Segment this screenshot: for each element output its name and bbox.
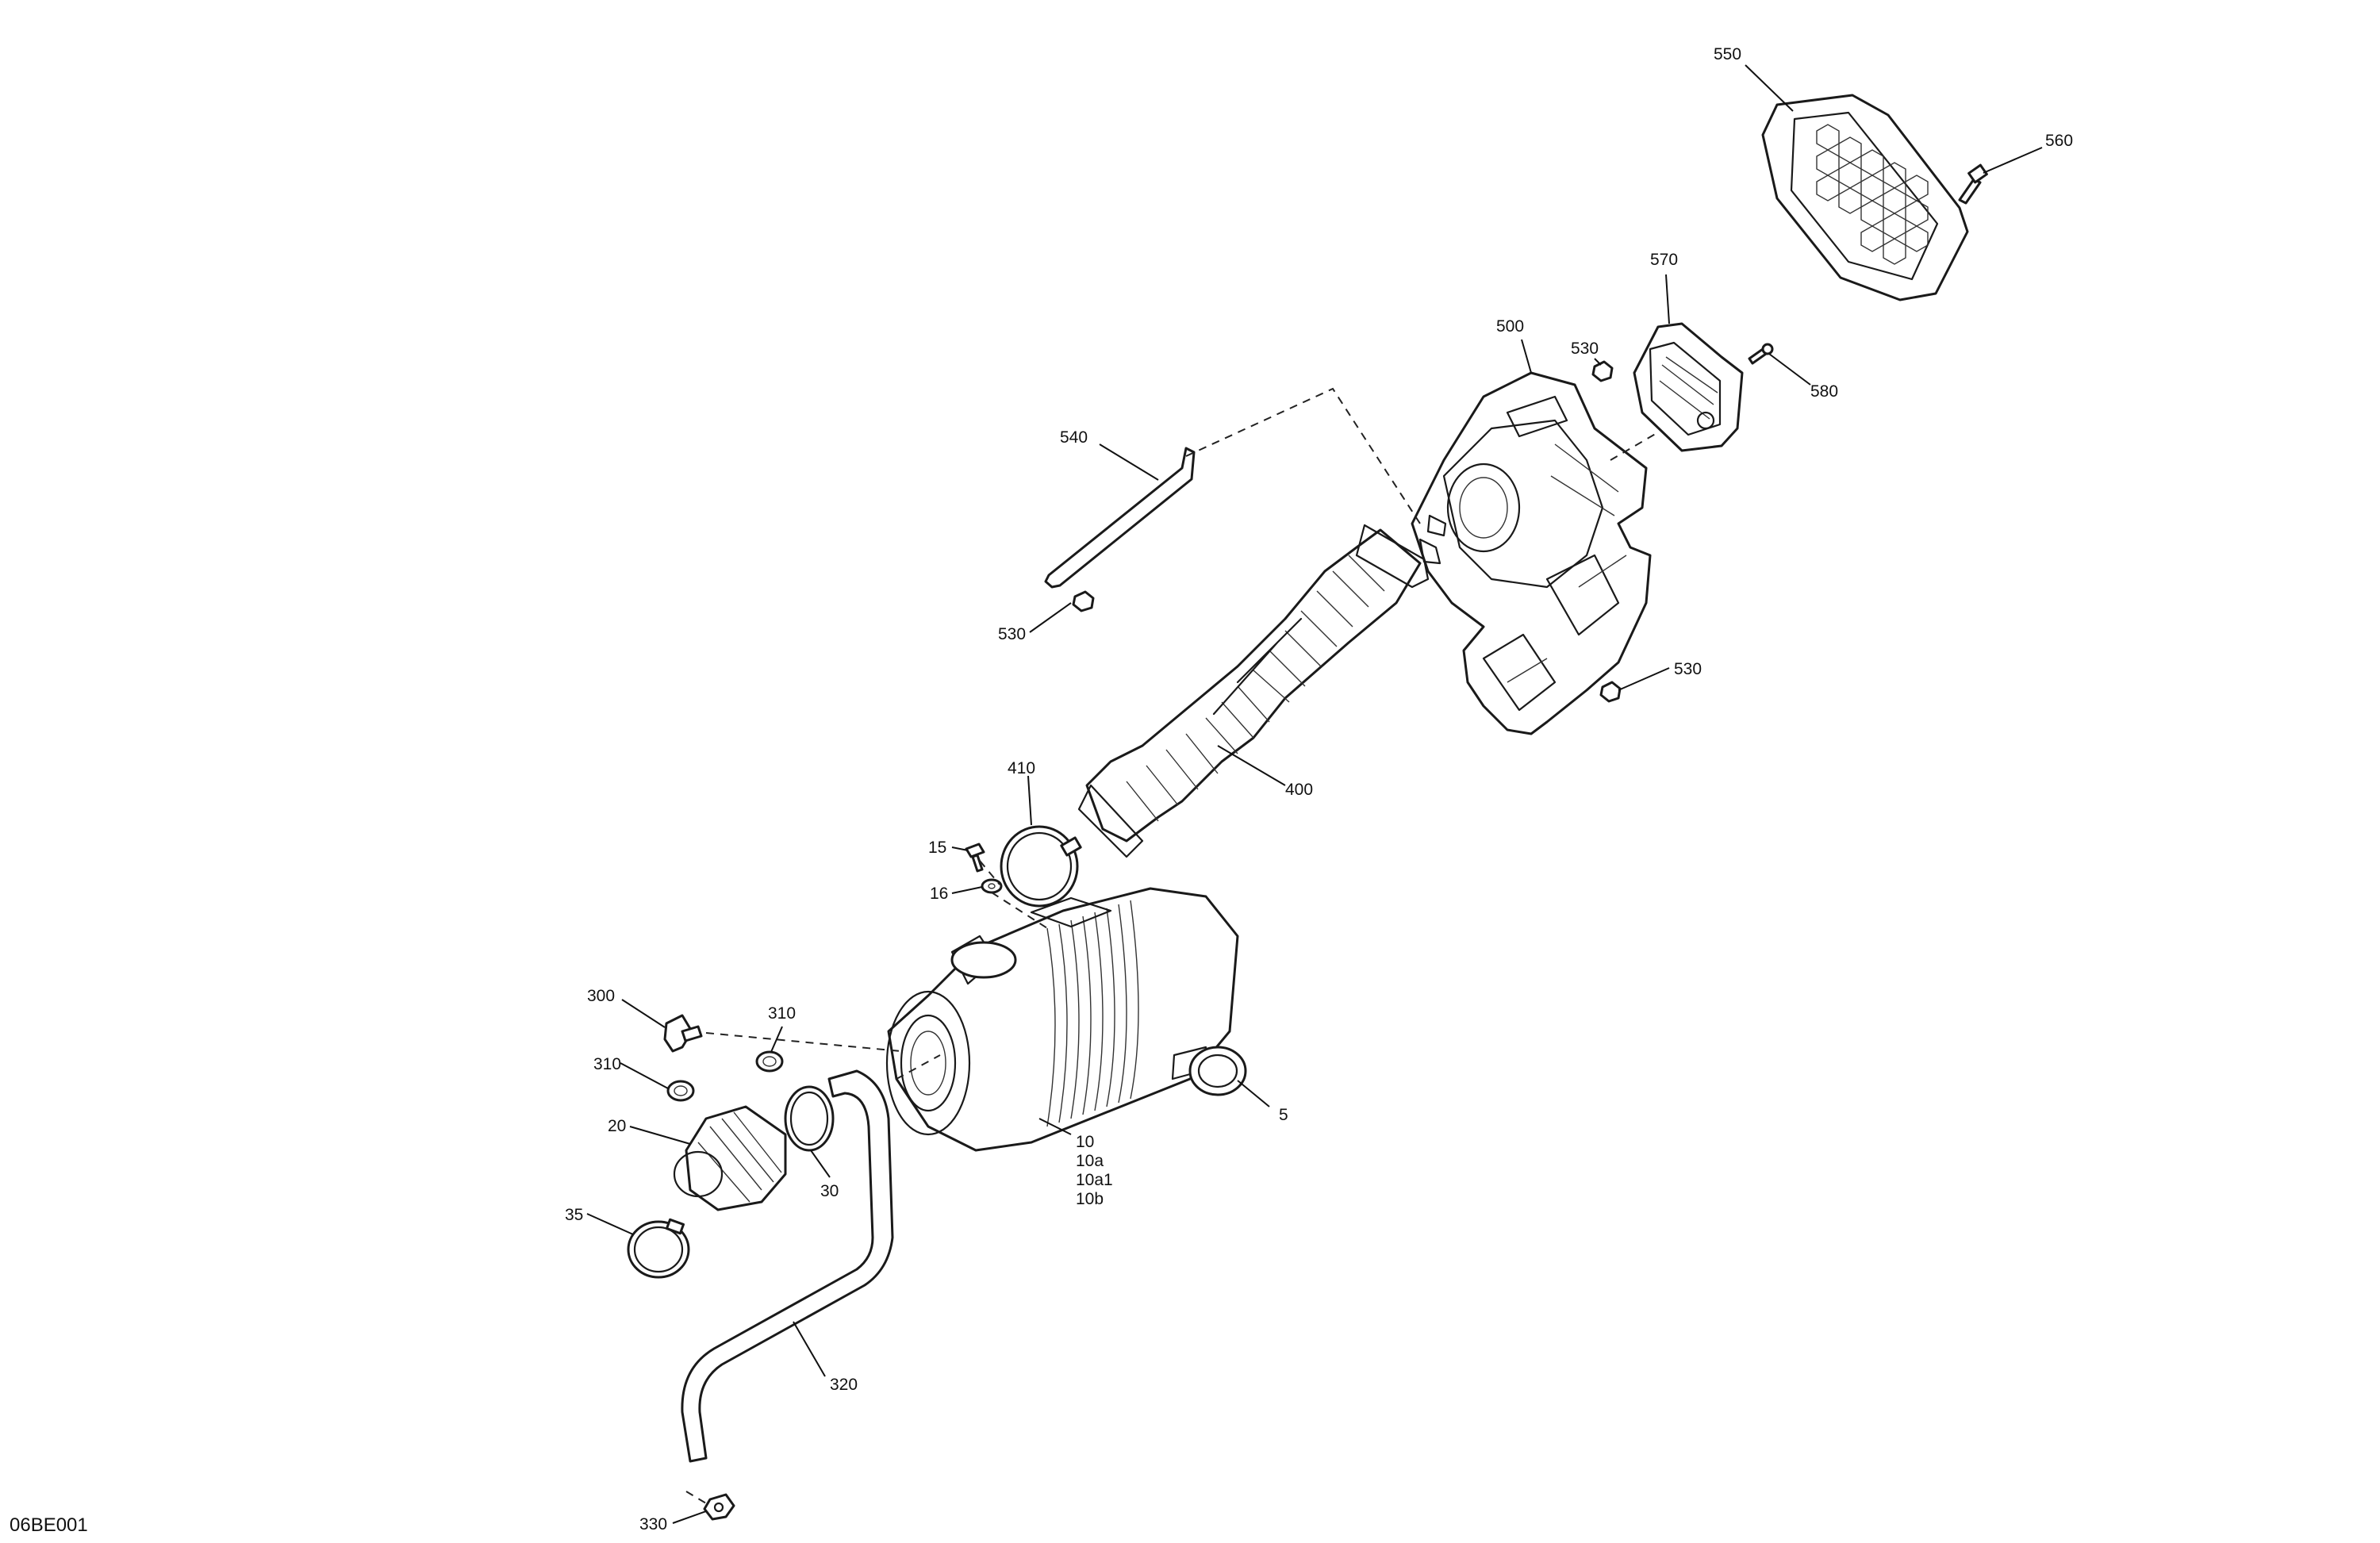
part-30-clamp[interactable] xyxy=(784,1085,835,1152)
part-35-clamp[interactable] xyxy=(627,1218,690,1279)
canister-ribs xyxy=(1046,900,1139,1127)
callout-5[interactable]: 5 xyxy=(1279,1106,1288,1124)
callout-550[interactable]: 550 xyxy=(1714,45,1741,63)
callout-540[interactable]: 540 xyxy=(1060,428,1088,447)
part-560-screw[interactable] xyxy=(1958,163,1988,205)
callout-530-left[interactable]: 530 xyxy=(998,625,1026,643)
callout-10b[interactable]: 10b xyxy=(1076,1190,1104,1208)
callout-labels: 550 560 570 500 530 580 540 530 530 410 … xyxy=(565,45,2073,1533)
callout-35[interactable]: 35 xyxy=(565,1206,583,1224)
part-530-nut-left[interactable] xyxy=(1072,590,1095,612)
part-530-nut-top[interactable] xyxy=(1591,360,1614,382)
diagram-reference-code: 06BE001 xyxy=(10,1514,88,1536)
callout-310-lower[interactable]: 310 xyxy=(593,1055,621,1073)
callout-300[interactable]: 300 xyxy=(587,987,615,1005)
part-10-air-filter-canister[interactable] xyxy=(885,887,1239,1152)
leader-lines xyxy=(586,64,2043,1524)
callout-400[interactable]: 400 xyxy=(1285,781,1313,799)
part-20-bellows-adaptor[interactable] xyxy=(673,1105,787,1211)
callout-560[interactable]: 560 xyxy=(2045,132,2073,150)
callout-20[interactable]: 20 xyxy=(608,1117,626,1135)
callout-570[interactable]: 570 xyxy=(1650,251,1678,269)
callout-320[interactable]: 320 xyxy=(830,1376,858,1394)
part-300-fitting[interactable] xyxy=(663,1014,703,1053)
callout-10[interactable]: 10 xyxy=(1076,1133,1094,1151)
callout-410[interactable]: 410 xyxy=(1008,759,1035,777)
part-580-screw[interactable] xyxy=(1748,343,1774,365)
part-310-clamp-upper[interactable] xyxy=(755,1050,784,1073)
part-500-airbox-housing[interactable] xyxy=(1411,371,1652,735)
part-330-fitting[interactable] xyxy=(703,1493,735,1521)
part-410-clamp[interactable] xyxy=(1000,825,1082,908)
part-530-nut-right[interactable] xyxy=(1599,681,1622,703)
assembly-lines xyxy=(685,387,1659,1507)
part-550-grille[interactable] xyxy=(1761,94,1969,301)
honeycomb-pattern xyxy=(1816,124,1929,265)
callout-580[interactable]: 580 xyxy=(1810,382,1838,401)
callout-530-right[interactable]: 530 xyxy=(1674,660,1702,678)
callout-30[interactable]: 30 xyxy=(820,1182,839,1200)
callout-10a1[interactable]: 10a1 xyxy=(1076,1171,1113,1189)
callout-330[interactable]: 330 xyxy=(639,1515,667,1533)
part-320-drain-hose[interactable] xyxy=(681,1069,894,1463)
part-16-washer[interactable] xyxy=(981,878,1003,894)
callout-10a[interactable]: 10a xyxy=(1076,1152,1104,1170)
callout-15[interactable]: 15 xyxy=(928,839,946,857)
callout-310-upper[interactable]: 310 xyxy=(768,1004,796,1023)
hose-corrugations xyxy=(1126,555,1385,822)
part-540-bracket[interactable] xyxy=(1044,447,1196,589)
callout-500[interactable]: 500 xyxy=(1496,317,1524,336)
part-570-cover[interactable] xyxy=(1633,322,1744,452)
callout-530-top[interactable]: 530 xyxy=(1571,340,1599,358)
part-15-screw[interactable] xyxy=(965,843,985,873)
part-5-outlet-ring[interactable] xyxy=(1188,1046,1247,1096)
part-310-clamp-lower[interactable] xyxy=(666,1080,695,1102)
callout-16[interactable]: 16 xyxy=(930,885,948,903)
part-400-intake-hose[interactable] xyxy=(1077,524,1430,858)
